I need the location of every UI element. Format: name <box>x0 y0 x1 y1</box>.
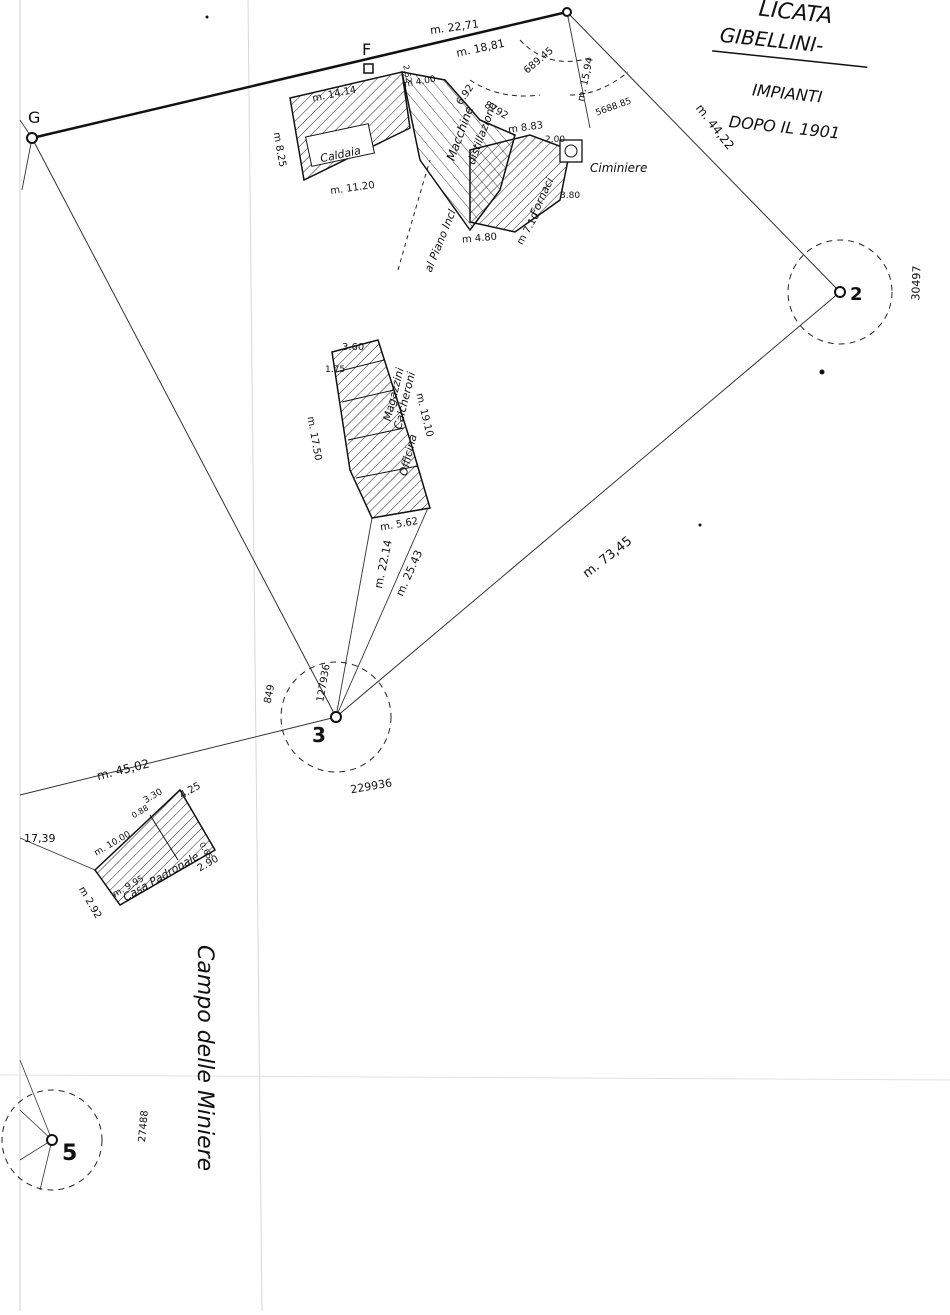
building-distillazione: Macchine distillazione Fornaci Ciminiere <box>401 71 647 233</box>
dim-4502: m. 45,02 <box>95 756 150 783</box>
dim-480: m 4.80 <box>462 232 498 246</box>
label-ciminiere: Ciminiere <box>590 161 647 175</box>
dim-825: m 8.25 <box>271 131 288 168</box>
line-top-2 <box>566 11 841 293</box>
station-g-marker <box>26 132 38 144</box>
line-2-3 <box>335 291 841 718</box>
line-top-chimney <box>566 11 591 129</box>
line-3-building-b <box>335 507 429 718</box>
building-caldaia: Caldaia <box>289 71 411 182</box>
angle-circle-2 <box>787 239 893 345</box>
dim-883: m 8.83 <box>508 120 544 136</box>
dim-1910: m. 19.10 <box>413 392 434 438</box>
angle-arc-top-right <box>569 71 629 96</box>
title-gibellini: GIBELLINI- <box>719 23 825 58</box>
angle-arc-8792 <box>469 79 541 97</box>
angle-5688: 5688.85 <box>594 96 632 118</box>
title-underline <box>712 50 868 68</box>
angle-127936: 127936 <box>315 663 332 703</box>
dim-1750: m. 17.50 <box>305 416 324 462</box>
line-3-west <box>19 716 337 796</box>
dim-175: 1.75 <box>325 365 345 375</box>
angle-849: 849 <box>263 684 278 705</box>
angle-27488: 27488 <box>137 1110 151 1143</box>
dim-425: 4.25 <box>178 781 203 802</box>
line-west-house <box>19 837 96 871</box>
building-magazzini: Magazzini Calcheroni Officina <box>331 339 431 519</box>
label-piano-inclinato: al Piano Incl. <box>422 204 460 274</box>
ink-dot <box>205 15 209 19</box>
dim-292: m 2.92 <box>76 885 103 921</box>
ray-5-a <box>19 1059 53 1141</box>
dim-2543: m. 25.43 <box>393 548 425 598</box>
dim-562: m. 5.62 <box>379 516 419 533</box>
dim-1739: 17,39 <box>24 832 56 845</box>
angle-30497: 30497 <box>909 265 923 300</box>
dim-360: 3.60 <box>342 342 364 353</box>
title-licata: LICATA <box>758 0 834 29</box>
angle-circle-5 <box>1 1089 103 1191</box>
title-block: LICATA GIBELLINI- IMPIANTI DOPO IL 1901 <box>712 0 868 143</box>
station-g-label: G <box>28 108 40 127</box>
station-5-marker <box>46 1134 58 1146</box>
station-f-marker <box>363 63 374 74</box>
dim-7345: m. 73,45 <box>580 534 635 582</box>
angle-circle-3 <box>280 661 392 773</box>
dim-330: 3.30 <box>142 787 165 806</box>
dim-1881: m. 18,81 <box>455 37 506 60</box>
ink-dot <box>819 369 825 375</box>
line-g-3 <box>31 137 337 718</box>
angle-arc-top-left <box>519 39 591 62</box>
dim-1594: m. 15,94 <box>576 56 596 102</box>
station-f-label: F <box>362 40 371 59</box>
station-2-marker <box>834 286 846 298</box>
line-g-top <box>31 10 568 140</box>
dim-252: 2.52 <box>401 64 413 83</box>
angle-229936: 229936 <box>349 776 393 796</box>
label-campo-miniere: Campo delle Miniere <box>192 945 217 1171</box>
ray-5-d <box>39 1139 53 1191</box>
dim-692: 6.92 <box>455 83 477 108</box>
title-dopo-1901: DOPO IL 1901 <box>728 112 841 143</box>
ray-5-c <box>19 1139 53 1161</box>
fold-line-horizontal <box>0 1074 950 1081</box>
station-3-marker <box>330 711 342 723</box>
dim-380: 3.80 <box>560 191 580 201</box>
line-3-building-a <box>335 517 373 718</box>
dim-2214: m. 22.14 <box>372 539 395 590</box>
station-5-label: 5 <box>62 1141 77 1166</box>
fold-line-vertical <box>247 0 263 1312</box>
title-impianti: IMPIANTI <box>751 80 823 106</box>
dashed-incline-line <box>397 159 431 271</box>
station-3-label: 3 <box>312 723 326 747</box>
dim-200: 2.00 <box>545 135 565 145</box>
dim-1120: m. 11.20 <box>330 180 376 197</box>
ray-5-b <box>19 1109 53 1141</box>
angle-689: 689.45 <box>522 45 556 76</box>
station-2-label: 2 <box>850 284 863 305</box>
line-g-southwest <box>21 137 33 191</box>
ink-dot <box>698 523 702 527</box>
station-top-marker <box>562 7 572 17</box>
